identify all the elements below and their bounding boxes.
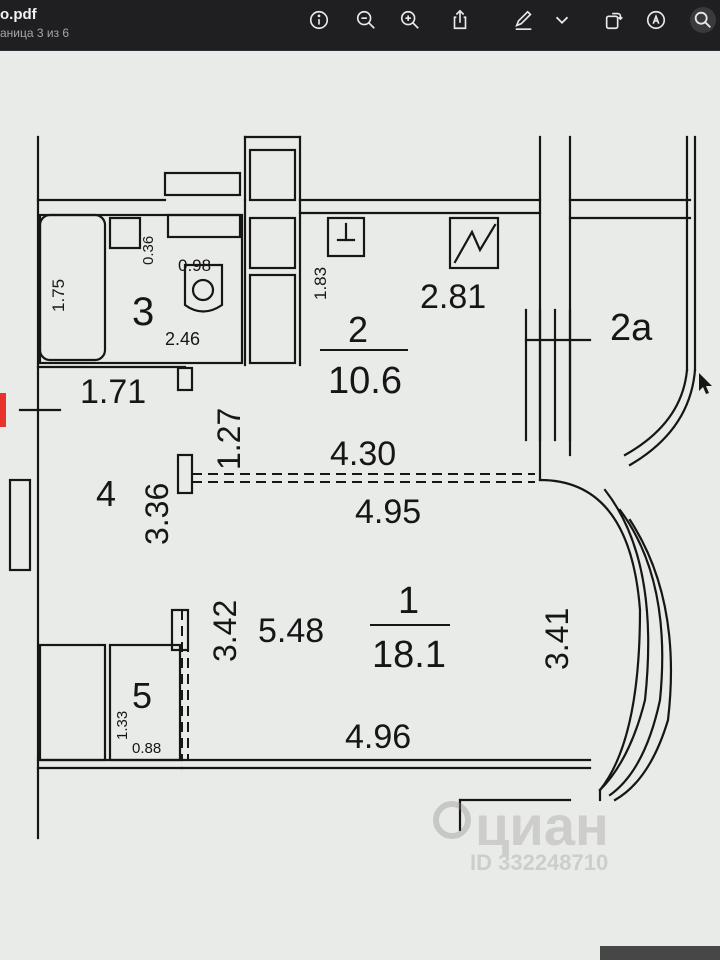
share-icon — [453, 9, 467, 30]
dim-0-36: 0.36 — [140, 236, 157, 265]
room-1-area: 18.1 — [372, 634, 446, 676]
info-icon — [309, 10, 329, 30]
highlight-button[interactable] — [510, 6, 538, 34]
dim-4-96: 4.96 — [345, 718, 411, 756]
search-icon — [694, 11, 711, 28]
mouse-cursor-icon — [699, 373, 712, 394]
watermark-id: ID 332248710 — [470, 850, 608, 875]
chevron-down-icon — [555, 16, 569, 25]
share-button[interactable] — [446, 6, 474, 34]
room-2a-number: 2a — [610, 307, 653, 349]
markup-icon — [646, 10, 666, 30]
dim-4-30: 4.30 — [330, 435, 396, 473]
dim-1-27: 1.27 — [211, 408, 247, 470]
storage-walls — [8, 408, 182, 762]
zoom-out-icon — [356, 10, 375, 29]
info-button[interactable] — [305, 6, 333, 34]
dashed-lines — [181, 473, 535, 760]
rotate-button[interactable] — [600, 6, 628, 34]
watermark-brand: циан — [475, 794, 609, 857]
room-1-number: 1 — [398, 580, 419, 622]
dim-3-36: 3.36 — [139, 483, 175, 545]
dim-3-42: 3.42 — [207, 600, 243, 662]
dim-3-41: 3.41 — [539, 608, 575, 670]
toolbar: o.pdf аница 3 из 6 — [0, 0, 720, 50]
dim-1-75: 1.75 — [49, 279, 68, 312]
zoom-in-icon — [400, 10, 419, 29]
zoom-in-button[interactable] — [396, 6, 424, 34]
highlight-dropdown[interactable] — [548, 6, 576, 34]
document-title: o.pdf — [0, 6, 37, 23]
watermark: циан ID 332248710 — [433, 794, 609, 875]
status-strip — [600, 946, 720, 960]
zoom-out-button[interactable] — [352, 6, 380, 34]
markup-button[interactable] — [642, 6, 670, 34]
door-marks — [170, 366, 194, 652]
room-2-area: 10.6 — [328, 360, 402, 402]
floor-plan: 3 2 10.6 2a 4 1 18.1 5 0.36 0.98 1.75 2.… — [8, 135, 712, 875]
dim-0-98: 0.98 — [178, 256, 211, 275]
page-indicator: аница 3 из 6 — [0, 26, 70, 40]
room-2-number: 2 — [348, 309, 368, 350]
pencil-icon — [515, 10, 532, 30]
shaft-blocks — [243, 148, 500, 367]
dim-0-88: 0.88 — [132, 740, 161, 757]
dim-5-48: 5.48 — [258, 612, 324, 650]
dim-1-71: 1.71 — [80, 373, 146, 411]
toolbar-divider — [0, 50, 720, 51]
window-frame — [524, 308, 592, 442]
dim-2-46: 2.46 — [165, 329, 200, 349]
red-marker — [0, 393, 6, 427]
bathroom-walls — [38, 171, 244, 365]
search-button[interactable] — [690, 7, 716, 33]
dim-2-81: 2.81 — [420, 278, 486, 316]
watermark-logo — [433, 801, 471, 839]
room-4-number: 4 — [96, 473, 116, 514]
document-page: 3 2 10.6 2a 4 1 18.1 5 0.36 0.98 1.75 2.… — [0, 51, 720, 960]
room-3-number: 3 — [132, 290, 154, 334]
rotate-icon — [605, 12, 623, 30]
room-5-number: 5 — [132, 675, 152, 716]
dim-1-83: 1.83 — [311, 267, 330, 300]
dim-1-33: 1.33 — [114, 711, 131, 740]
dim-4-95: 4.95 — [355, 493, 421, 531]
